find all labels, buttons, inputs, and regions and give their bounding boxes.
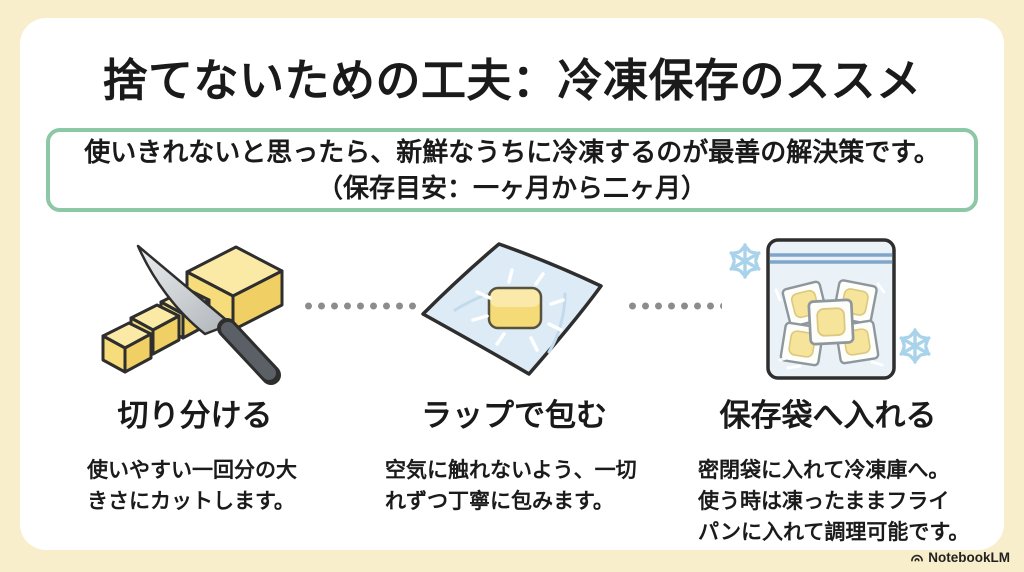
step-description-bag: 密閉袋に入れて冷凍庫へ。 使う時は凍ったままフライ パンに入れて調理可能です。 [698, 455, 983, 548]
knife-icon [136, 244, 281, 385]
summary-line-2: （保存目安：一ヶ月から二ヶ月） [316, 173, 707, 203]
description-line: れずつ丁寧に包みます。 [385, 490, 614, 513]
summary-line-1: 使いきれないと思ったら、新鮮なうちに冷凍するのが最善の解決策です。 [84, 137, 940, 167]
description-line: 使う時は凍ったままフライ [698, 490, 950, 513]
wrapped-butter-svg [421, 242, 603, 376]
butter-cutting-illustration [95, 238, 305, 388]
step-title-bag: 保存袋へ入れる [719, 398, 937, 433]
step-title-cut: 切り分ける [117, 398, 273, 433]
notebooklm-logo-icon [910, 551, 924, 565]
page-title: 捨てないための工夫：冷凍保存のススメ [102, 55, 922, 106]
description-line: 使いやすい一回分の大 [87, 459, 297, 482]
brand-footer: NotebookLM [910, 550, 1010, 565]
dotted-connector-2 [626, 302, 722, 310]
step-description-wrap: 空気に触れないよう、一切 れずつ丁寧に包みます。 [385, 455, 640, 517]
snowflake-icon [727, 243, 763, 279]
brand-name: NotebookLM [928, 550, 1010, 565]
content-card: 捨てないための工夫：冷凍保存のススメ 使いきれないと思ったら、新鮮なうちに冷凍す… [20, 18, 1004, 550]
dotted-connector-1 [302, 302, 419, 310]
shine-lines [471, 268, 565, 352]
step-description-cut: 使いやすい一回分の大 きさにカットします。 [87, 455, 332, 517]
wrapped-butter-illustration [415, 238, 625, 388]
butter-cube-icon [487, 286, 543, 330]
butter-packet-icon [807, 298, 855, 346]
frost-marks [774, 282, 886, 370]
snowflake-icon [897, 328, 933, 364]
summary-box: 使いきれないと思ったら、新鮮なうちに冷凍するのが最善の解決策です。 （保存目安：… [46, 128, 978, 212]
butter-cutting-svg [101, 244, 284, 385]
step-title-wrap: ラップで包む [421, 398, 607, 433]
description-line: きさにカットします。 [87, 490, 295, 513]
freezer-bag-illustration [712, 234, 952, 389]
description-line: 密閉袋に入れて冷凍庫へ。 [698, 459, 950, 482]
freezer-bag-svg [727, 238, 933, 380]
description-line: パンに入れて調理可能です。 [698, 521, 970, 544]
description-line: 空気に触れないよう、一切 [385, 459, 637, 482]
